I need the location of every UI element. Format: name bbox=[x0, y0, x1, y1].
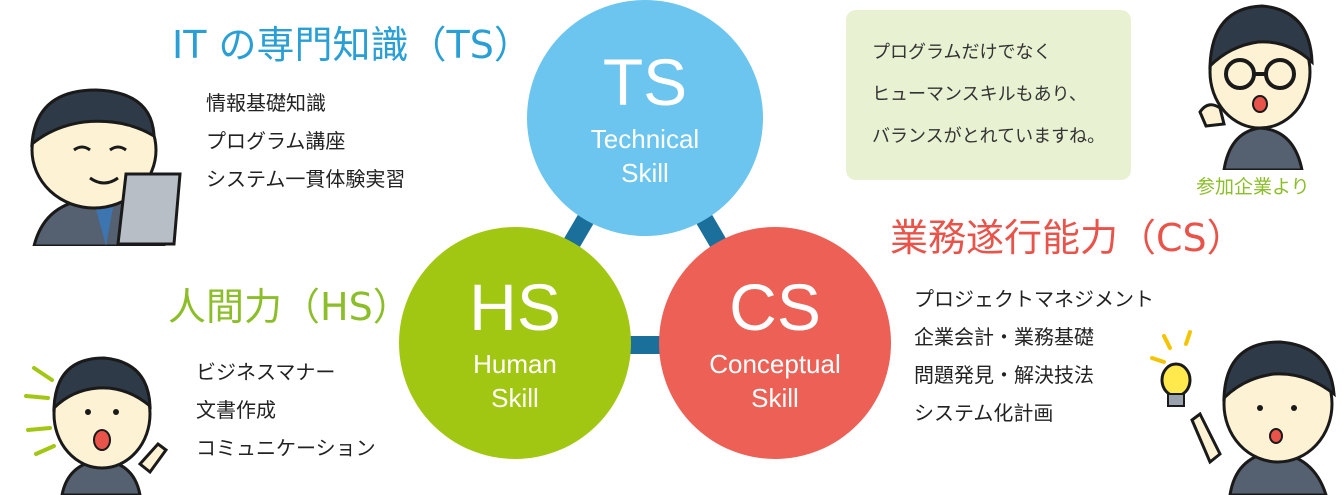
cs-circle: CS Conceptual Skill bbox=[659, 227, 891, 459]
ts-heading: IT の専門知識（TS） bbox=[172, 23, 532, 67]
comment-line: ヒューマンスキルもあり、 bbox=[872, 84, 1087, 105]
person-surprised-icon bbox=[24, 356, 169, 495]
cs-skill-item: プロジェクトマネジメント bbox=[914, 287, 1154, 311]
hs-circle-name-line2: Skill bbox=[491, 383, 539, 413]
ts-skill-item: プログラム講座 bbox=[206, 129, 346, 153]
cs-circle-name-line2: Skill bbox=[751, 383, 799, 413]
comment-line: バランスがとれていますね。 bbox=[872, 126, 1106, 147]
company-comment-box: プログラムだけでなく ヒューマンスキルもあり、 バランスがとれていますね。 bbox=[846, 10, 1132, 180]
cs-circle-abbr: CS bbox=[729, 270, 821, 344]
lightbulb-icon bbox=[1150, 330, 1192, 407]
hs-heading: 人間力（HS） bbox=[168, 285, 411, 329]
ts-skill-list: 情報基礎知識 プログラム講座 システム一貫体験実習 bbox=[206, 84, 405, 198]
cs-skill-list: プロジェクトマネジメント 企業会計・業務基礎 問題発見・解決技法 システム化計画 bbox=[914, 280, 1154, 432]
person-lightbulb-icon bbox=[1150, 330, 1336, 495]
ts-circle-name-line1: Technical bbox=[591, 124, 699, 154]
comment-line: プログラムだけでなく bbox=[872, 42, 1052, 63]
cs-skill-item: 問題発見・解決技法 bbox=[914, 363, 1094, 387]
cs-circle-name-line1: Conceptual bbox=[709, 349, 841, 379]
ts-circle-abbr: TS bbox=[603, 45, 687, 119]
ts-skill-item: 情報基礎知識 bbox=[206, 91, 326, 115]
hs-skill-item: ビジネスマナー bbox=[196, 360, 336, 384]
person-laptop-icon bbox=[30, 88, 182, 246]
hs-circle: HS Human Skill bbox=[399, 227, 631, 459]
cs-skill-item: システム化計画 bbox=[914, 401, 1054, 425]
hs-circle-abbr: HS bbox=[469, 270, 561, 344]
cs-skill-item: 企業会計・業務基礎 bbox=[914, 325, 1094, 349]
hs-skill-item: コミュニケーション bbox=[196, 436, 376, 460]
hs-skill-item: 文書作成 bbox=[196, 398, 276, 422]
ts-skill-item: システム一貫体験実習 bbox=[206, 167, 406, 191]
person-glasses-icon bbox=[1198, 4, 1314, 170]
hs-circle-name-line1: Human bbox=[473, 349, 557, 379]
ts-circle-name-line2: Skill bbox=[621, 158, 669, 188]
hs-skill-list: ビジネスマナー 文書作成 コミュニケーション bbox=[196, 353, 376, 467]
comment-source: 参加企業より bbox=[1196, 176, 1310, 198]
ts-circle: TS Technical Skill bbox=[527, 0, 763, 236]
cs-heading: 業務遂行能力（CS） bbox=[890, 216, 1245, 260]
